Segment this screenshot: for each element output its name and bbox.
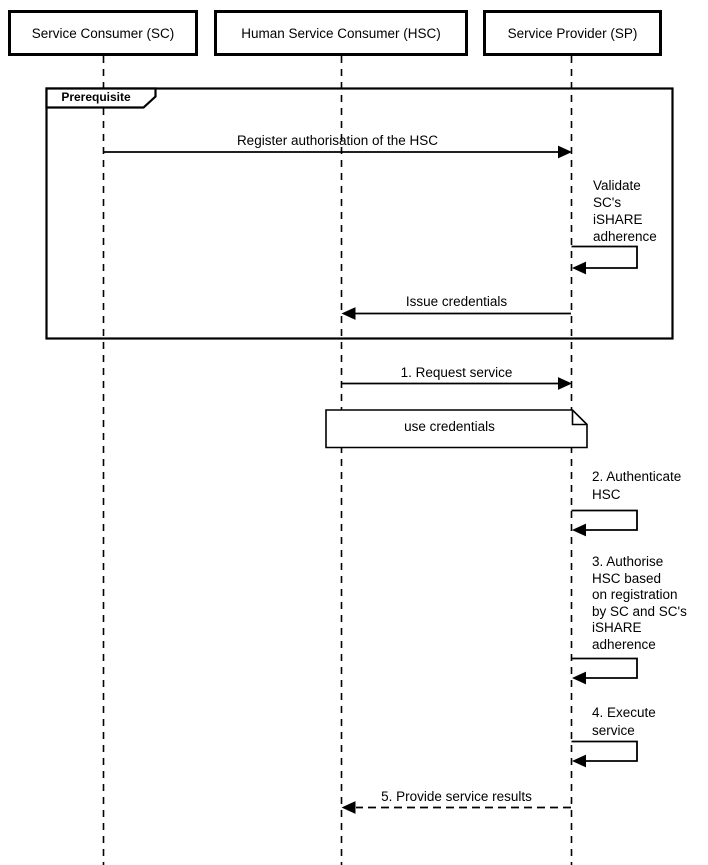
message-register-arrowhead (558, 145, 572, 159)
actor-human-service-consumer: Human Service Consumer (HSC) (214, 10, 468, 56)
message-request-label: 1. Request service (400, 365, 513, 380)
message-issue-label: Issue credentials (405, 294, 508, 309)
message-validate-loop (571, 245, 638, 269)
prerequisite-frame (45, 87, 674, 340)
actor-service-consumer: Service Consumer (SC) (8, 10, 198, 56)
prerequisite-frame-tab (45, 87, 157, 109)
message-provide-label: 5. Provide service results (381, 789, 532, 804)
message-authorise-loop (571, 657, 638, 679)
message-authenticate-label: 2. Authenticate HSC (592, 469, 682, 502)
actor-service-consumer-label: Service Consumer (SC) (31, 25, 175, 41)
message-request-arrowhead (558, 377, 572, 390)
message-authorise-arrowhead (572, 671, 586, 685)
message-execute-loop (571, 740, 638, 762)
message-execute-arrowhead (572, 754, 586, 768)
message-authenticate-arrowhead (572, 523, 586, 537)
message-provide-arrowhead (341, 801, 356, 814)
note-use-credentials (325, 409, 588, 449)
note-fold-icon (571, 410, 587, 426)
message-issue-arrowhead (341, 307, 356, 320)
message-execute-label: 4. Execute service (592, 705, 656, 738)
message-validate-arrowhead (572, 261, 586, 275)
message-authenticate-loop (571, 509, 638, 531)
message-authorise-label: 3. Authorise HSC based on registration b… (592, 554, 687, 652)
message-validate-label: Validate SC's iSHARE adherence (593, 178, 657, 244)
prerequisite-frame-label: Prerequisite (61, 90, 131, 104)
actor-service-provider: Service Provider (SP) (483, 10, 662, 56)
actor-human-service-consumer-label: Human Service Consumer (HSC) (241, 25, 441, 41)
note-use-credentials-label: use credentials (404, 419, 495, 434)
message-register-label: Register authorisation of the HSC (236, 133, 439, 148)
actor-service-provider-label: Service Provider (SP) (507, 25, 638, 41)
